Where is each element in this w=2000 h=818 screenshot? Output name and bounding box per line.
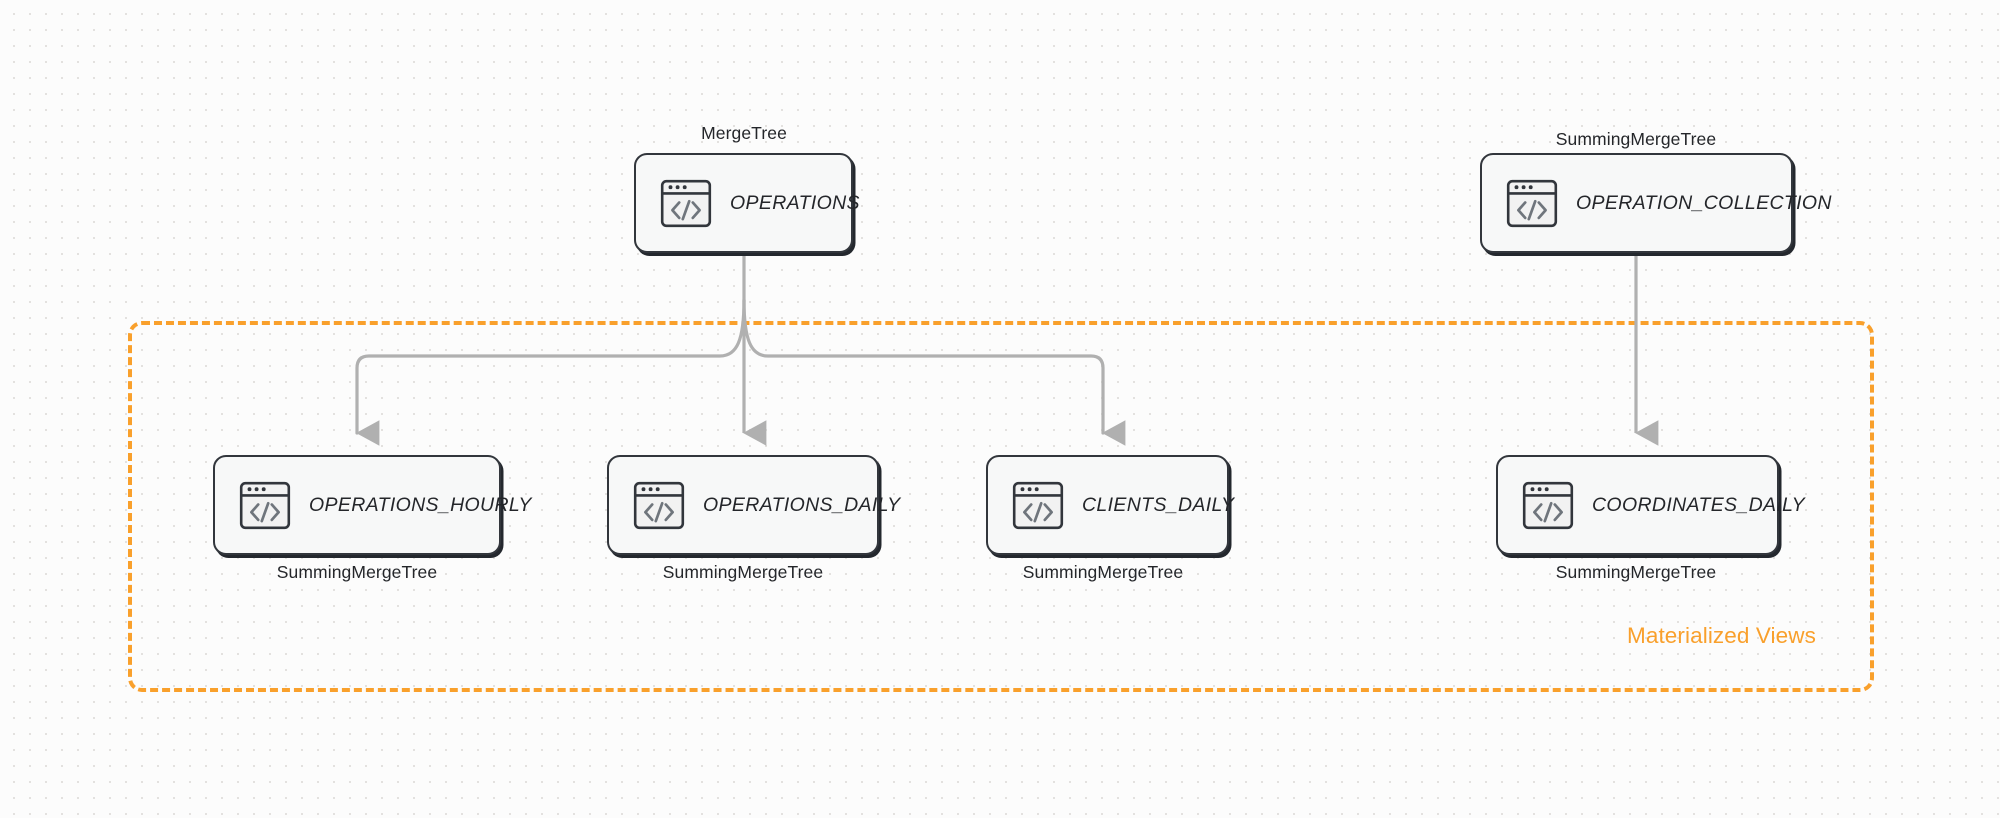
code-window-icon	[1012, 481, 1064, 529]
node-label: OPERATIONS	[730, 191, 860, 214]
engine-caption-clients-daily: SummingMergeTree	[1022, 562, 1184, 582]
node-clients-daily[interactable]: CLIENTS_DAILY	[986, 455, 1234, 555]
code-window-icon	[660, 179, 712, 227]
node-label: OPERATIONS_HOURLY	[309, 493, 532, 516]
engine-caption-coordinates-daily: SummingMergeTree	[1555, 562, 1717, 582]
edge-operations-to-operations-hourly	[355, 298, 746, 446]
materialized-views-group-label: Materialized Views	[1627, 623, 1816, 648]
code-window-icon	[1522, 481, 1574, 529]
node-label: COORDINATES_DAILY	[1592, 493, 1805, 516]
edge-operations-to-clients-daily	[742, 298, 1126, 446]
node-operations[interactable]: OPERATIONS	[634, 153, 860, 253]
node-operations-daily[interactable]: OPERATIONS_DAILY	[607, 455, 900, 555]
code-window-icon	[1506, 179, 1558, 227]
node-operation-collection[interactable]: OPERATION_COLLECTION	[1480, 153, 1832, 253]
engine-caption-operations-daily: SummingMergeTree	[662, 562, 824, 582]
engine-caption-operations-hourly: SummingMergeTree	[276, 562, 438, 582]
node-operations-hourly[interactable]: OPERATIONS_HOURLY	[213, 455, 531, 555]
engine-caption-operations: MergeTree	[701, 123, 787, 143]
node-label: OPERATION_COLLECTION	[1576, 191, 1832, 214]
node-label: OPERATIONS_DAILY	[703, 493, 901, 516]
node-coordinates-daily[interactable]: COORDINATES_DAILY	[1496, 455, 1805, 555]
engine-caption-operation-collection: SummingMergeTree	[1555, 129, 1717, 149]
node-label: CLIENTS_DAILY	[1082, 493, 1235, 516]
code-window-icon	[633, 481, 685, 529]
code-window-icon	[239, 481, 291, 529]
